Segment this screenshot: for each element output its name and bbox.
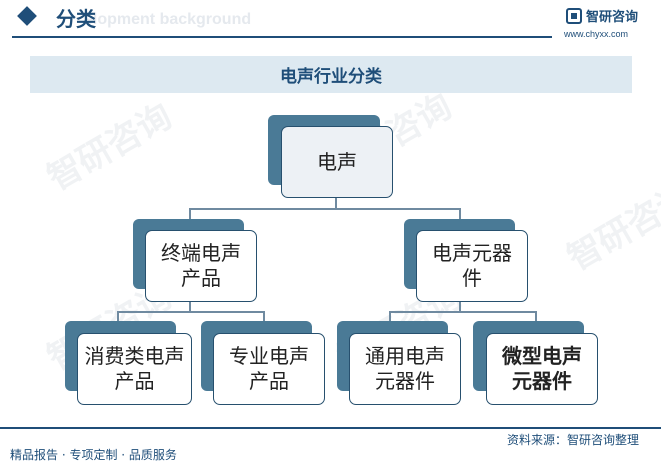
section-title: 分类 xyxy=(56,7,96,31)
connector-line xyxy=(263,311,265,322)
diagram-title-banner: 电声行业分类 xyxy=(30,56,632,93)
header-ghost-text: elopment background xyxy=(84,11,252,28)
connector-line xyxy=(335,196,337,209)
connector-line xyxy=(189,208,191,220)
connector-line xyxy=(459,208,461,220)
footer-divider xyxy=(0,427,661,429)
connector-line xyxy=(117,311,119,322)
connector-line xyxy=(189,208,461,210)
diagram-title: 电声行业分类 xyxy=(280,67,382,87)
section-diamond-icon xyxy=(17,6,37,26)
branch-node-label: 电声元器件 xyxy=(432,241,512,290)
branch-node-label: 终端电声产品 xyxy=(161,241,241,290)
connector-line xyxy=(117,311,265,313)
leaf-node-label: 通用电声元器件 xyxy=(365,344,445,393)
watermark: 智研咨询 xyxy=(40,96,179,199)
connector-line xyxy=(389,311,391,322)
brand-name: 智研咨询 xyxy=(586,10,639,25)
brand-url: www.chyxx.com xyxy=(564,29,629,39)
leaf-node-label: 专业电声产品 xyxy=(229,344,309,393)
header-divider xyxy=(12,36,552,38)
leaf-node-label: 微型电声元器件 xyxy=(502,344,582,393)
connector-line xyxy=(389,311,537,313)
watermark: 智研咨询 xyxy=(560,176,661,279)
footer-tagline: 精品报告 · 专项定制 · 品质服务 xyxy=(10,448,177,462)
connector-line xyxy=(189,301,191,312)
connector-line xyxy=(459,301,461,312)
connector-line xyxy=(535,311,537,322)
brand-logo-icon xyxy=(566,8,582,24)
root-node-label: 电声 xyxy=(317,149,357,174)
leaf-node-label: 消费类电声产品 xyxy=(84,344,185,393)
footer-source: 资料来源：智研咨询整理 xyxy=(507,433,640,447)
